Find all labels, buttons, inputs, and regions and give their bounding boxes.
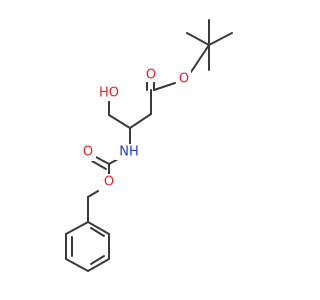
bond-layer (65, 19, 233, 272)
atom-ester-carbonyl-oxygen: O (143, 67, 158, 83)
bond-tbu-to-ester-oxygen (190, 44, 210, 73)
atom-oh: HO (96, 84, 122, 101)
bond-tbu-methyl-left (186, 32, 210, 46)
atom-label-carbamate-carbonyl-oxygen: O (83, 145, 93, 160)
bond-ring-3 (87, 258, 110, 272)
molecule-structure-diagram: HO O O NH O O (65, 19, 233, 272)
atom-label-ester-oxygen: O (179, 72, 189, 87)
bond-tbu-methyl-right (208, 32, 233, 46)
bond-ch2-to-chiral-carbon (129, 113, 152, 129)
atom-label-oh: HO (99, 86, 119, 101)
bond-ring-inner-2 (90, 255, 105, 265)
atom-carbamate-oxygen: O (101, 174, 117, 190)
atom-label-layer: HO O O NH O O (80, 67, 191, 190)
bond-ester-oxygen-to-carbonyl-carbon (153, 82, 176, 91)
atom-label-nh: NH (119, 145, 139, 160)
bond-ring-4 (65, 258, 89, 272)
bond-carbamate-oxygen-to-benzyl-ch2 (87, 190, 99, 198)
bond-ring-1 (87, 221, 110, 235)
atom-carbamate-carbonyl-oxygen: O (80, 145, 96, 161)
bond-carbamate-carbonyl-double-b (91, 160, 107, 170)
atom-label-ester-carbonyl-oxygen: O (146, 68, 156, 83)
atom-label-carbamate-oxygen: O (104, 175, 114, 190)
atom-ester-oxygen: O (176, 71, 191, 87)
bond-ring-6 (65, 221, 89, 235)
bond-carbamate-carbonyl-double-a (93, 155, 110, 165)
bond-ring-inner-1 (90, 227, 105, 237)
bond-chiral-carbon-to-ch2oh (108, 114, 131, 129)
atom-nh: NH (115, 144, 141, 160)
